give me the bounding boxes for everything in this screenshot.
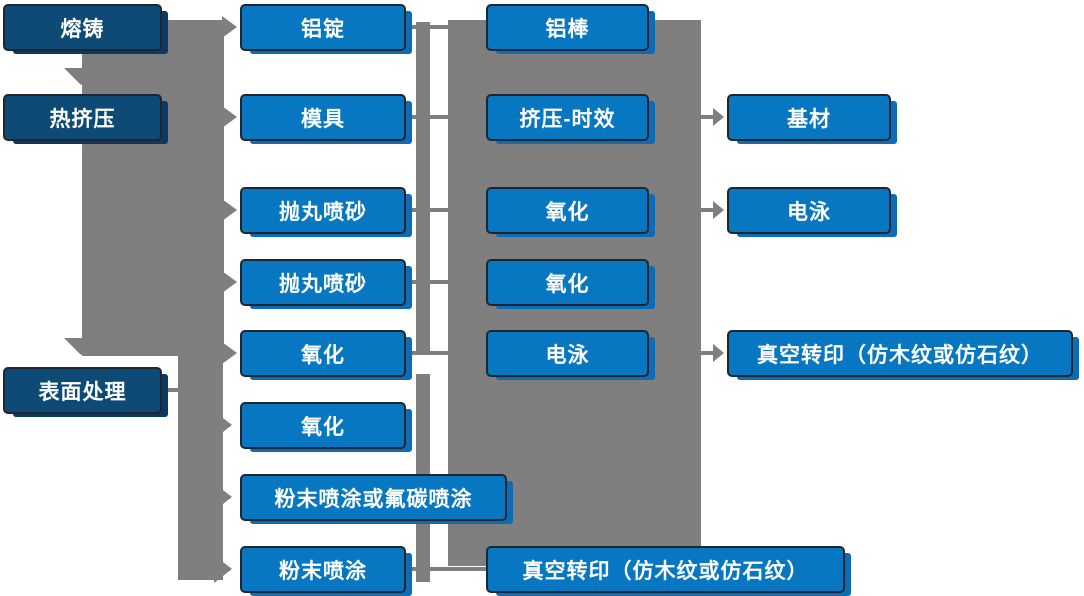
node-vacuum-transfer-2: 真空转印（仿木纹或仿石纹） [727, 330, 1073, 377]
node-shot-blasting-2: 抛丸喷砂 [240, 259, 406, 306]
node-shot-blasting-1: 抛丸喷砂 [240, 187, 406, 234]
arrow-right-to-powder-or-fluorocarbon-icon [214, 483, 232, 511]
arrow-right-to-vacuum-transfer-icon [713, 344, 724, 362]
connector-line-row2 [402, 115, 488, 119]
connector-line-row8 [402, 567, 488, 571]
arrow-right-to-base-material-icon [713, 108, 724, 126]
node-oxidation-3: 氧化 [486, 187, 649, 234]
connector-stub-base-material [701, 115, 714, 119]
arrow-right-to-electrophoresis-icon [713, 201, 724, 219]
connector-stub-vacuum-transfer [701, 351, 714, 355]
connector-line-row5 [402, 351, 488, 355]
connector-bar-left-lower [178, 350, 223, 580]
arrow-right-to-shot-blasting-1-icon [222, 199, 237, 221]
node-hot-extrusion: 热挤压 [3, 94, 162, 141]
node-aluminum-ingot: 铝锭 [240, 4, 406, 51]
arrow-right-to-oxidation-2-icon [214, 411, 232, 439]
arrow-right-to-aluminum-ingot-icon [222, 16, 237, 38]
node-oxidation-1: 氧化 [240, 330, 406, 377]
node-oxidation-4: 氧化 [486, 259, 649, 306]
node-powder-coating: 粉末喷涂 [240, 546, 406, 593]
node-melt-casting: 熔铸 [3, 4, 162, 51]
node-vacuum-transfer-1: 真空转印（仿木纹或仿石纹） [486, 546, 845, 593]
node-electrophoresis-1: 电泳 [486, 330, 649, 377]
node-base-material: 基材 [727, 94, 891, 141]
arrow-down-to-hot-extrusion-icon [64, 68, 98, 85]
node-extrusion-aging: 挤压-时效 [486, 94, 649, 141]
arrow-right-to-mold-icon [222, 106, 237, 128]
connector-block-left [82, 20, 224, 356]
node-aluminum-rod: 铝棒 [486, 4, 649, 51]
node-mold: 模具 [240, 94, 406, 141]
arrow-right-to-powder-coating-icon [214, 555, 232, 583]
connector-spine-upper [416, 22, 430, 352]
arrow-right-to-oxidation-1-icon [222, 342, 237, 364]
connector-line-surface-treatment [160, 388, 182, 392]
connector-line-row3 [402, 208, 488, 212]
node-oxidation-2: 氧化 [240, 402, 406, 449]
arrow-down-to-surface-treatment-icon [64, 338, 98, 355]
connector-line-row4 [402, 280, 488, 284]
arrow-right-to-shot-blasting-2-icon [222, 271, 237, 293]
node-powder-or-fluorocarbon-coating: 粉末喷涂或氟碳喷涂 [240, 474, 507, 521]
node-surface-treatment: 表面处理 [3, 367, 162, 414]
connector-stub-electrophoresis [701, 208, 714, 212]
node-electrophoresis-2: 电泳 [727, 187, 891, 234]
connector-line-row1 [402, 25, 488, 29]
